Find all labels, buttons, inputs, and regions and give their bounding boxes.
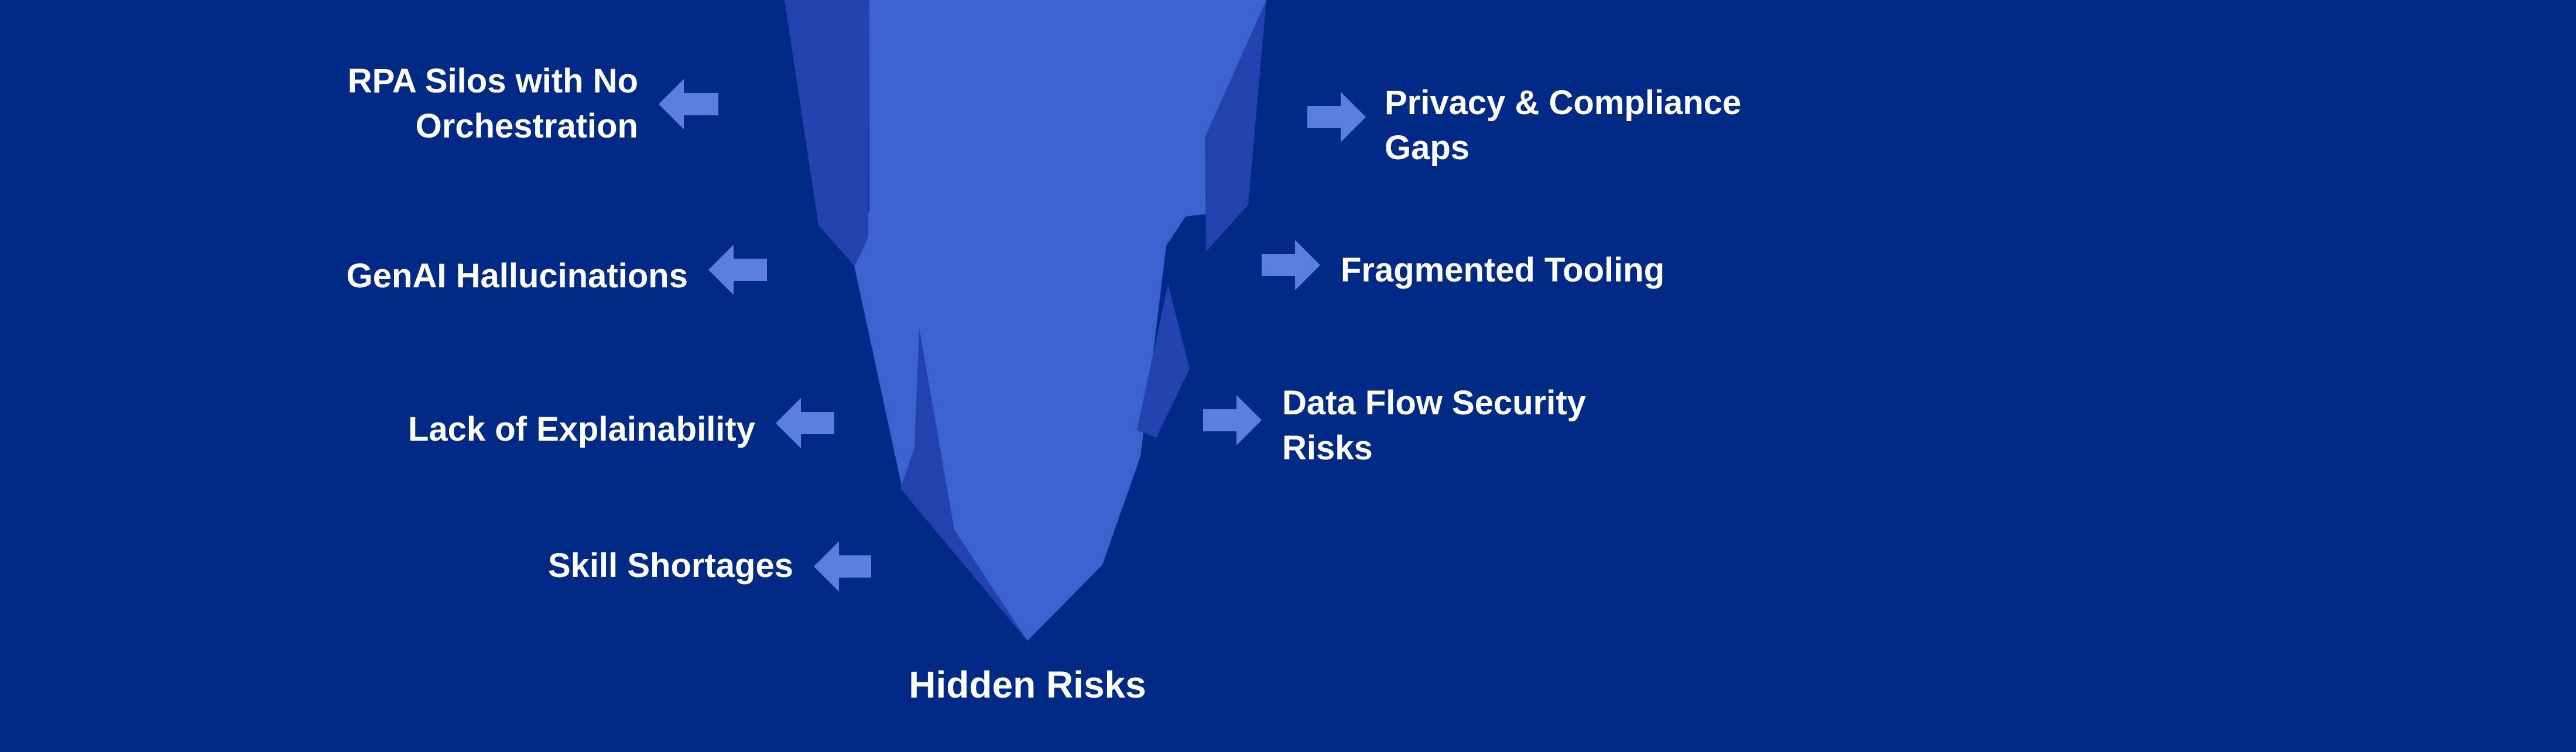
- risk-label-rpa-silos: RPA Silos with No Orchestration: [304, 59, 638, 149]
- arrow-left-icon: [776, 398, 834, 448]
- diagram-title: Hidden Risks: [909, 664, 1146, 706]
- iceberg-facet-left: [785, 0, 869, 266]
- risk-text-fragmented-tooling: Fragmented Tooling: [1341, 251, 1665, 289]
- risk-text-data-flow-security: Data Flow Security Risks: [1282, 384, 1586, 467]
- risk-text-skill-shortages: Skill Shortages: [547, 547, 793, 585]
- risk-label-data-flow-security: Data Flow Security Risks: [1282, 380, 1751, 471]
- iceberg-facet-right-upper: [1205, 0, 1266, 252]
- arrow-left-icon: [659, 79, 718, 129]
- risk-text-genai-hallucinations: GenAI Hallucinations: [346, 257, 688, 295]
- iceberg-facet-right-lower: [1137, 284, 1190, 438]
- risk-label-genai-hallucinations: GenAI Hallucinations: [328, 253, 688, 298]
- risk-label-skill-shortages: Skill Shortages: [468, 543, 793, 588]
- arrow-right-icon: [1203, 395, 1262, 445]
- arrow-left-icon: [814, 541, 871, 592]
- arrow-left-icon: [708, 245, 767, 295]
- risk-text-lack-of-explainability: Lack of Explainability: [407, 410, 755, 448]
- arrow-right-icon: [1262, 240, 1320, 290]
- risk-label-privacy-compliance: Privacy & Compliance Gaps: [1385, 80, 1853, 170]
- iceberg-facet-bottom-left: [900, 328, 1027, 641]
- arrow-right-icon: [1307, 92, 1366, 142]
- risk-label-fragmented-tooling: Fragmented Tooling: [1341, 248, 1809, 293]
- risk-text-rpa-silos: RPA Silos with No Orchestration: [347, 62, 638, 145]
- risk-label-lack-of-explainability: Lack of Explainability: [351, 407, 755, 452]
- risk-text-privacy-compliance: Privacy & Compliance Gaps: [1385, 84, 1742, 167]
